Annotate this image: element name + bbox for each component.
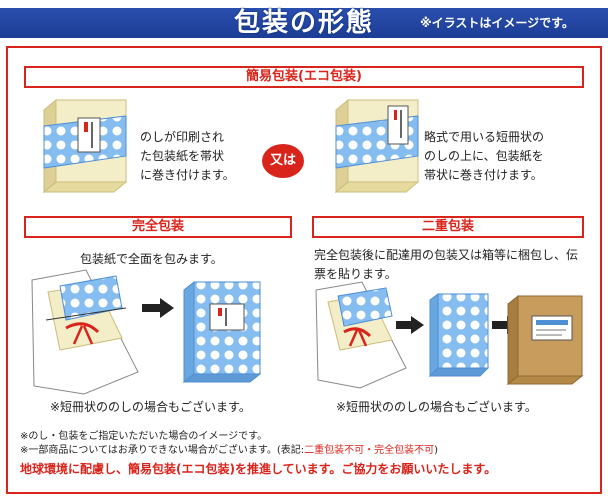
simple-right-desc: 略式で用いる短冊状の のしの上に、包装紙を 帯状に巻き付けます。: [424, 128, 544, 185]
eco-promo-message: 地球環境に配慮し、簡易包装(エコ包装)を推進しています。ご協力をお願いいたします…: [20, 462, 497, 476]
double-wrap-title: 二重包装: [312, 216, 584, 238]
header: 包装の形態 ※イラストはイメージです。: [0, 0, 608, 44]
shipping-box-illustration: [506, 294, 584, 386]
or-badge: 又は: [262, 144, 304, 178]
page-title: 包装の形態: [233, 8, 374, 38]
simple-wrap-illustration-printed: [42, 98, 128, 194]
double-wrap-box-illustration: [428, 293, 490, 378]
full-wrap-paper-illustration: [31, 269, 139, 395]
simple-right-desc-line: のしの上に、包装紙を: [424, 149, 544, 163]
full-wrap-title: 完全包装: [24, 216, 292, 238]
double-wrap-paper-illustration: [315, 281, 407, 389]
footnote-restriction-close: ): [434, 445, 439, 456]
simple-right-desc-line: 略式で用いる短冊状の: [424, 130, 545, 144]
full-wrap-note: ※短冊状ののしの場合もございます。: [50, 400, 251, 414]
simple-left-desc-line: た包装紙を帯状: [140, 149, 225, 163]
double-wrap-desc: 完全包装後に配達用の包装又は箱等に梱包し、伝 票を貼ります。: [314, 246, 578, 284]
simple-wrap-title: 簡易包装(エコ包装): [24, 66, 584, 88]
footnote-restriction-text: ※一部商品についてはお承りできない場合がございます。(表記:: [20, 445, 305, 456]
simple-left-desc-line: に巻き付けます。: [140, 168, 235, 182]
simple-right-desc-line: 帯状に巻き付けます。: [424, 168, 543, 182]
simple-wrap-illustration-tanzaku: [334, 98, 420, 194]
simple-left-desc: のしが印刷され た包装紙を帯状 に巻き付けます。: [140, 128, 235, 185]
footnote-restriction-red: 二重包装不可・完全包装不可: [304, 445, 435, 456]
footnote-restriction: ※一部商品についてはお承りできない場合がございます。(表記:二重包装不可・完全包…: [20, 444, 438, 458]
simple-left-desc-line: のしが印刷され: [140, 130, 225, 144]
footnote-image-note: ※のし・包装をご指定いただいた場合のイメージです。: [20, 431, 268, 442]
illustration-note: ※イラストはイメージです。: [420, 16, 574, 30]
header-bar: [0, 8, 608, 38]
full-wrap-desc: 包装紙で全面を包みます。: [80, 252, 223, 266]
arrow-right-icon: [396, 316, 424, 334]
double-wrap-desc-line: 票を貼ります。: [314, 267, 397, 281]
double-wrap-note: ※短冊状ののしの場合もございます。: [336, 400, 537, 414]
full-wrap-box-illustration: [182, 280, 262, 384]
arrow-right-icon: [142, 298, 174, 318]
double-wrap-desc-line: 完全包装後に配達用の包装又は箱等に梱包し、伝: [314, 248, 579, 262]
